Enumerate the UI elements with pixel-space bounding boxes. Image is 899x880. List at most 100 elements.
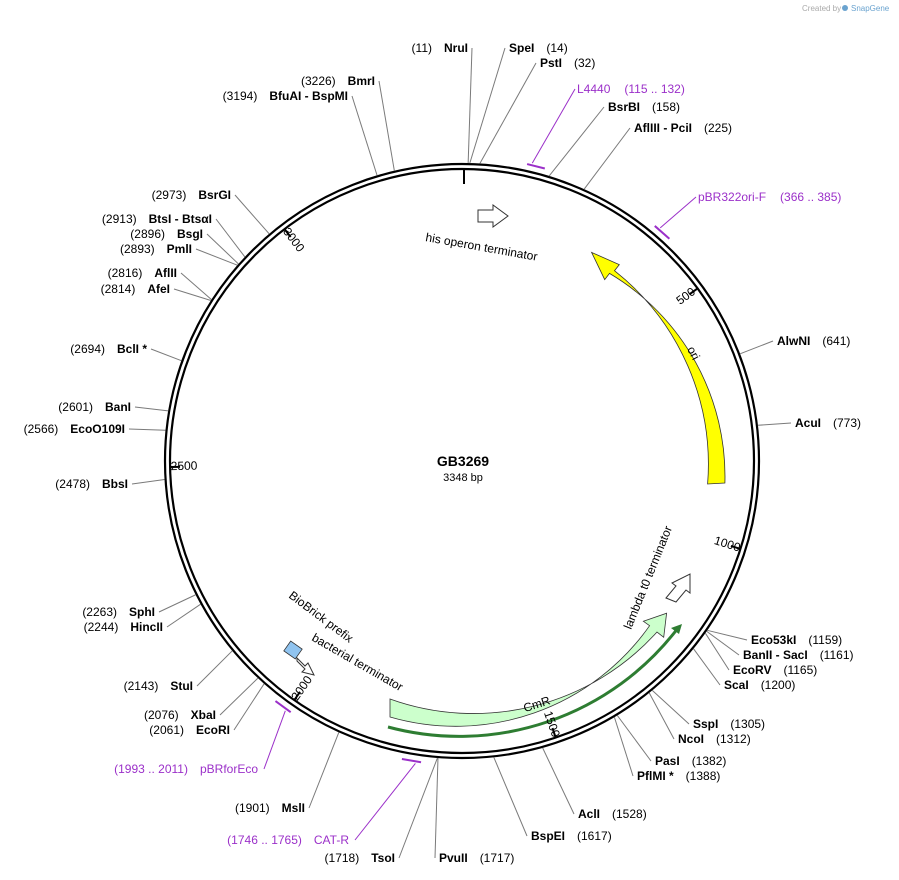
restriction-site[interactable]: (2478)BbsI: [55, 477, 165, 491]
svg-text:(1718)TsoI: (1718)TsoI: [325, 851, 395, 865]
restriction-site[interactable]: (2566)EcoO109I: [24, 422, 166, 436]
restriction-site[interactable]: BspEI(1617): [493, 757, 612, 843]
site-leader-line: [651, 689, 690, 725]
restriction-site[interactable]: AflIII - PciI(225): [583, 121, 732, 190]
primer-range: (1993 .. 2011): [114, 762, 188, 776]
site-name: BanI: [105, 400, 131, 414]
site-leader-line: [215, 218, 246, 258]
site-name: AflII: [154, 266, 177, 280]
svg-text:BanII - SacI(1161): BanII - SacI(1161): [743, 648, 853, 662]
restriction-site[interactable]: SpeI(14): [469, 41, 568, 164]
tick-label: 2000: [288, 673, 315, 703]
svg-text:(2694)BclI *: (2694)BclI *: [70, 342, 147, 356]
primer-site[interactable]: (1993 .. 2011)pBRforEco: [114, 700, 292, 776]
tick-mark: [688, 287, 699, 296]
restriction-site[interactable]: PvuII(1717): [434, 758, 514, 865]
site-position: (11): [412, 41, 432, 55]
site-leader-line: [234, 194, 270, 235]
lambda-terminator-feature[interactable]: [665, 573, 691, 603]
svg-text:(2263)SphI: (2263)SphI: [82, 605, 155, 619]
restriction-site[interactable]: Eco53kI(1159): [707, 629, 842, 647]
site-position: (2816): [108, 266, 143, 280]
site-name: PstI: [540, 56, 562, 70]
restriction-site[interactable]: (2913)BtsI - BtsαI: [102, 212, 246, 258]
site-leader-line: [479, 62, 537, 164]
restriction-site[interactable]: (2896)BsgI: [130, 227, 239, 265]
svg-text:(2814)AfeI: (2814)AfeI: [101, 282, 170, 296]
site-leader-line: [233, 683, 265, 731]
site-name: SpeI: [509, 41, 534, 55]
restriction-site[interactable]: AcuI(773): [757, 416, 861, 430]
cmr-feature[interactable]: [389, 612, 668, 727]
restriction-site[interactable]: (2061)EcoRI: [149, 683, 265, 737]
svg-text:(2973)BsrGI: (2973)BsrGI: [152, 188, 231, 202]
site-leader-line: [308, 732, 340, 809]
svg-text:(2601)BanI: (2601)BanI: [58, 400, 131, 414]
bacterial-terminator-feature[interactable]: [296, 656, 315, 676]
restriction-site[interactable]: (2973)BsrGI: [152, 188, 270, 235]
backbone: [163, 162, 761, 760]
site-name: TsoI: [371, 851, 395, 865]
primer-site[interactable]: L4440(115 .. 132): [526, 82, 685, 170]
svg-text:PasI(1382): PasI(1382): [655, 754, 726, 768]
site-name: PmlI: [167, 242, 192, 256]
restriction-site[interactable]: (2814)AfeI: [101, 282, 212, 302]
restriction-site[interactable]: BsrBI(158): [548, 100, 680, 177]
svg-text:(2076)XbaI: (2076)XbaI: [144, 708, 216, 722]
svg-text:AcuI(773): AcuI(773): [795, 416, 861, 430]
site-leader-line: [542, 747, 575, 815]
restriction-site[interactable]: (3194)BfuAI - BspMI: [223, 89, 378, 176]
ori-feature[interactable]: [590, 251, 726, 485]
restriction-site[interactable]: (2893) PmlI: [120, 242, 238, 266]
site-position: (1617): [577, 829, 612, 843]
his-terminator-feature[interactable]: [477, 204, 509, 228]
site-position: (3226): [301, 74, 336, 88]
restriction-site[interactable]: (11)NruI: [412, 41, 473, 164]
svg-text:BspEI(1617): BspEI(1617): [531, 829, 612, 843]
primer-mark: [654, 225, 671, 240]
restriction-site[interactable]: ScaI(1200): [693, 648, 795, 692]
site-leader-line: [134, 406, 169, 412]
tick-label: 500: [674, 284, 699, 307]
restriction-site[interactable]: (2263)SphI: [82, 594, 196, 619]
site-leader-line: [493, 757, 528, 837]
restriction-site[interactable]: AlwNI(641): [739, 334, 850, 355]
primer-site[interactable]: pBR322ori-F(366 .. 385): [654, 190, 842, 240]
site-name: HincII: [130, 620, 163, 634]
site-leader-line: [150, 348, 182, 362]
site-name: PvuII: [439, 851, 468, 865]
restriction-site[interactable]: PstI(32): [479, 56, 595, 164]
svg-text:(1901)MslI: (1901)MslI: [235, 801, 305, 815]
primer-name: CAT-R: [314, 833, 349, 847]
restriction-site[interactable]: (2601)BanI: [58, 400, 169, 414]
restriction-site[interactable]: (2143)StuI: [124, 650, 233, 693]
restriction-site[interactable]: (2816) AflII: [108, 266, 212, 300]
restriction-site[interactable]: (2244)HincII: [84, 603, 201, 634]
restriction-site[interactable]: (3226)BmrI: [301, 74, 395, 171]
tick-mark: [293, 691, 301, 701]
restriction-site[interactable]: (1901)MslI: [235, 732, 340, 815]
site-position: (2893): [120, 242, 155, 256]
biobrick-prefix-feature[interactable]: [283, 640, 303, 660]
primer-site[interactable]: (1746 .. 1765)CAT-R: [227, 758, 422, 847]
restriction-site[interactable]: AclI(1528): [542, 747, 647, 821]
svg-text:AclI(1528): AclI(1528): [578, 807, 647, 821]
restriction-site[interactable]: (1718)TsoI: [325, 757, 438, 865]
site-leader-line: [613, 716, 634, 777]
primer-leader-line: [354, 763, 416, 841]
svg-text:PflMI *(1388): PflMI *(1388): [637, 769, 720, 783]
restriction-site[interactable]: BanII - SacI(1161): [706, 630, 854, 662]
his-terminator-label: his operon terminator: [424, 230, 538, 263]
site-leader-line: [648, 692, 675, 740]
restriction-site[interactable]: (2076)XbaI: [144, 677, 259, 722]
restriction-site[interactable]: PflMI *(1388): [613, 716, 720, 783]
svg-text:EcoRV(1165): EcoRV(1165): [733, 663, 817, 677]
restriction-site[interactable]: EcoRV(1165): [704, 632, 817, 677]
restriction-site[interactable]: SspI(1305): [651, 689, 765, 731]
restriction-site[interactable]: NcoI(1312): [648, 692, 751, 746]
restriction-site[interactable]: (2694)BclI *: [70, 342, 182, 362]
site-position: (2973): [152, 188, 187, 202]
site-leader-line: [206, 233, 239, 265]
restriction-site[interactable]: PasI(1382): [616, 715, 726, 768]
site-leader-line: [704, 632, 730, 671]
